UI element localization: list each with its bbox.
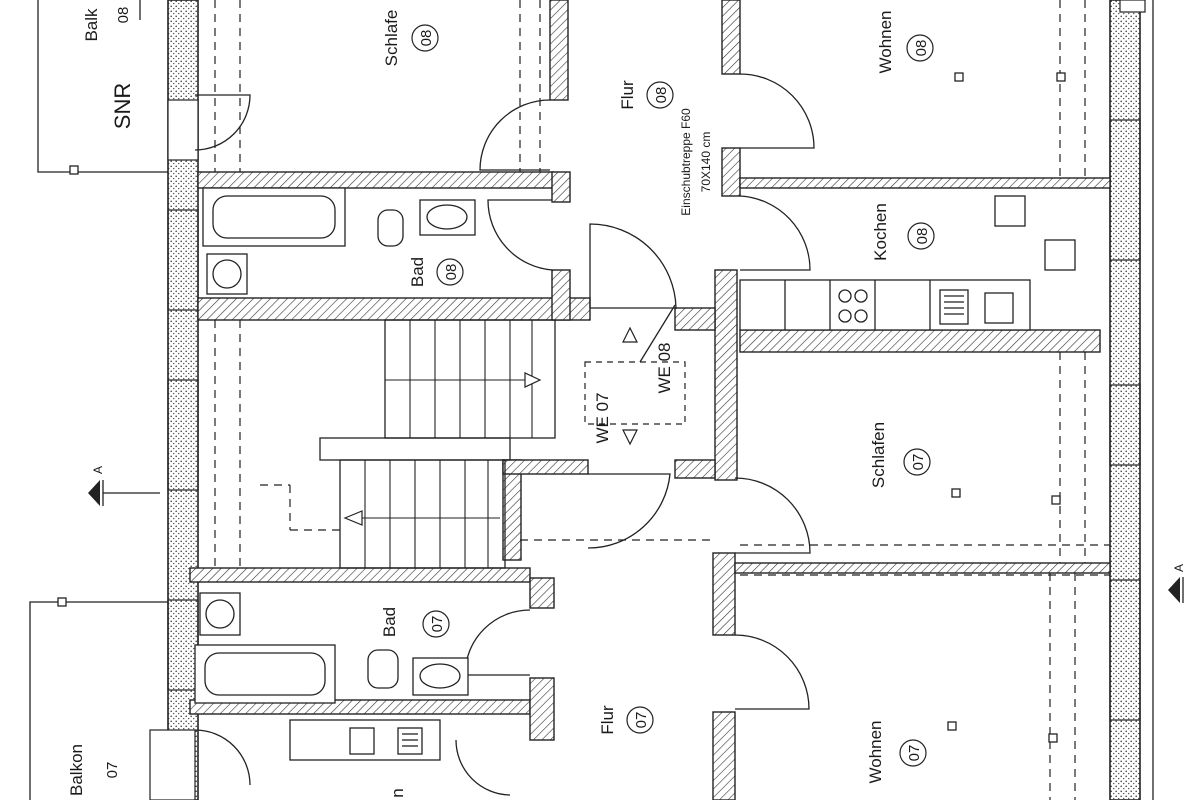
room-flur-07: Flur 07: [598, 705, 654, 735]
room-number: 07: [429, 616, 446, 633]
balcony-08-outline: [37, 0, 168, 175]
we-labels: WE 07 WE 08: [593, 342, 674, 443]
toilet-07: [367, 649, 399, 689]
kitchen-counter-08: [739, 195, 1076, 331]
we-08-label: WE 08: [655, 342, 674, 393]
room-label: Bad: [408, 257, 427, 287]
bathtub-08: [202, 187, 346, 247]
stair-note: Einschubtreppe F60 70X140 cm: [679, 108, 713, 216]
room-label: Wohnen: [876, 10, 895, 73]
room-bad-08: Bad 08: [408, 257, 464, 287]
room-label: Flur: [598, 705, 617, 735]
section-marker-right: A: [1168, 564, 1186, 603]
we-07-label: WE 07: [593, 392, 612, 443]
room-number: 07: [910, 454, 927, 471]
balcony-07-outline: [29, 597, 168, 800]
room-label: Schlafen: [869, 422, 888, 488]
room-number: 07: [906, 745, 923, 762]
washing-machine-08: [206, 253, 248, 295]
room-schlafen-07: Schlafen 07: [869, 422, 931, 488]
left-outer-wall: [149, 0, 199, 800]
room-number: 08: [418, 30, 435, 47]
basin-08: [419, 199, 476, 236]
basin-07: [412, 657, 469, 696]
room-balkon-07: Balkon 07: [67, 744, 121, 796]
stair-note-line2: 70X140 cm: [699, 132, 713, 193]
bathtub-07: [194, 644, 336, 704]
room-number: 08: [653, 87, 670, 104]
ceiling-light-markers: [947, 72, 1066, 743]
section-marker-left: A: [88, 466, 160, 506]
section-label-right: A: [1172, 564, 1186, 572]
room-label: Balk: [82, 8, 101, 42]
room-number: 07: [633, 712, 650, 729]
room-number: 07: [104, 762, 121, 779]
toilet-08: [377, 209, 404, 247]
room-balkon-08: Balk 08: [82, 7, 132, 42]
room-schlafen-08: Schlafe 08: [382, 10, 439, 67]
staircase: [319, 319, 556, 569]
section-label-left: A: [91, 466, 105, 474]
room-label: SNR: [110, 83, 135, 129]
overhead-dashed-lines: [214, 0, 1110, 800]
room-label: n: [388, 788, 407, 797]
interior-walls: [189, 0, 1111, 800]
stair-note-line1: Einschubtreppe F60: [679, 108, 693, 216]
room-wohnen-08: Wohnen 08: [876, 10, 934, 74]
right-outer-wall: [1109, 0, 1154, 800]
room-label: Wohnen: [866, 720, 885, 783]
room-bad-07: Bad 07: [380, 607, 450, 638]
room-label: Bad: [380, 607, 399, 637]
room-snr: SNR: [110, 83, 135, 129]
room-label: Kochen: [871, 203, 890, 261]
kitchen-counter-07: [289, 719, 441, 761]
attic-hatch: [584, 304, 686, 446]
washing-machine-07: [199, 592, 241, 636]
room-label: Flur: [618, 80, 637, 110]
room-partial-bottom: n: [388, 788, 407, 797]
room-number: 08: [913, 40, 930, 57]
room-wohnen-07: Wohnen 07: [866, 720, 927, 784]
room-number: 08: [115, 7, 132, 24]
room-flur-08: Flur 08: [618, 80, 674, 110]
room-kochen-08: Kochen 08: [871, 203, 935, 261]
room-label: Balkon: [67, 744, 86, 796]
room-number: 08: [914, 228, 931, 245]
room-number: 08: [443, 264, 460, 281]
room-label: Schlafe: [382, 10, 401, 67]
